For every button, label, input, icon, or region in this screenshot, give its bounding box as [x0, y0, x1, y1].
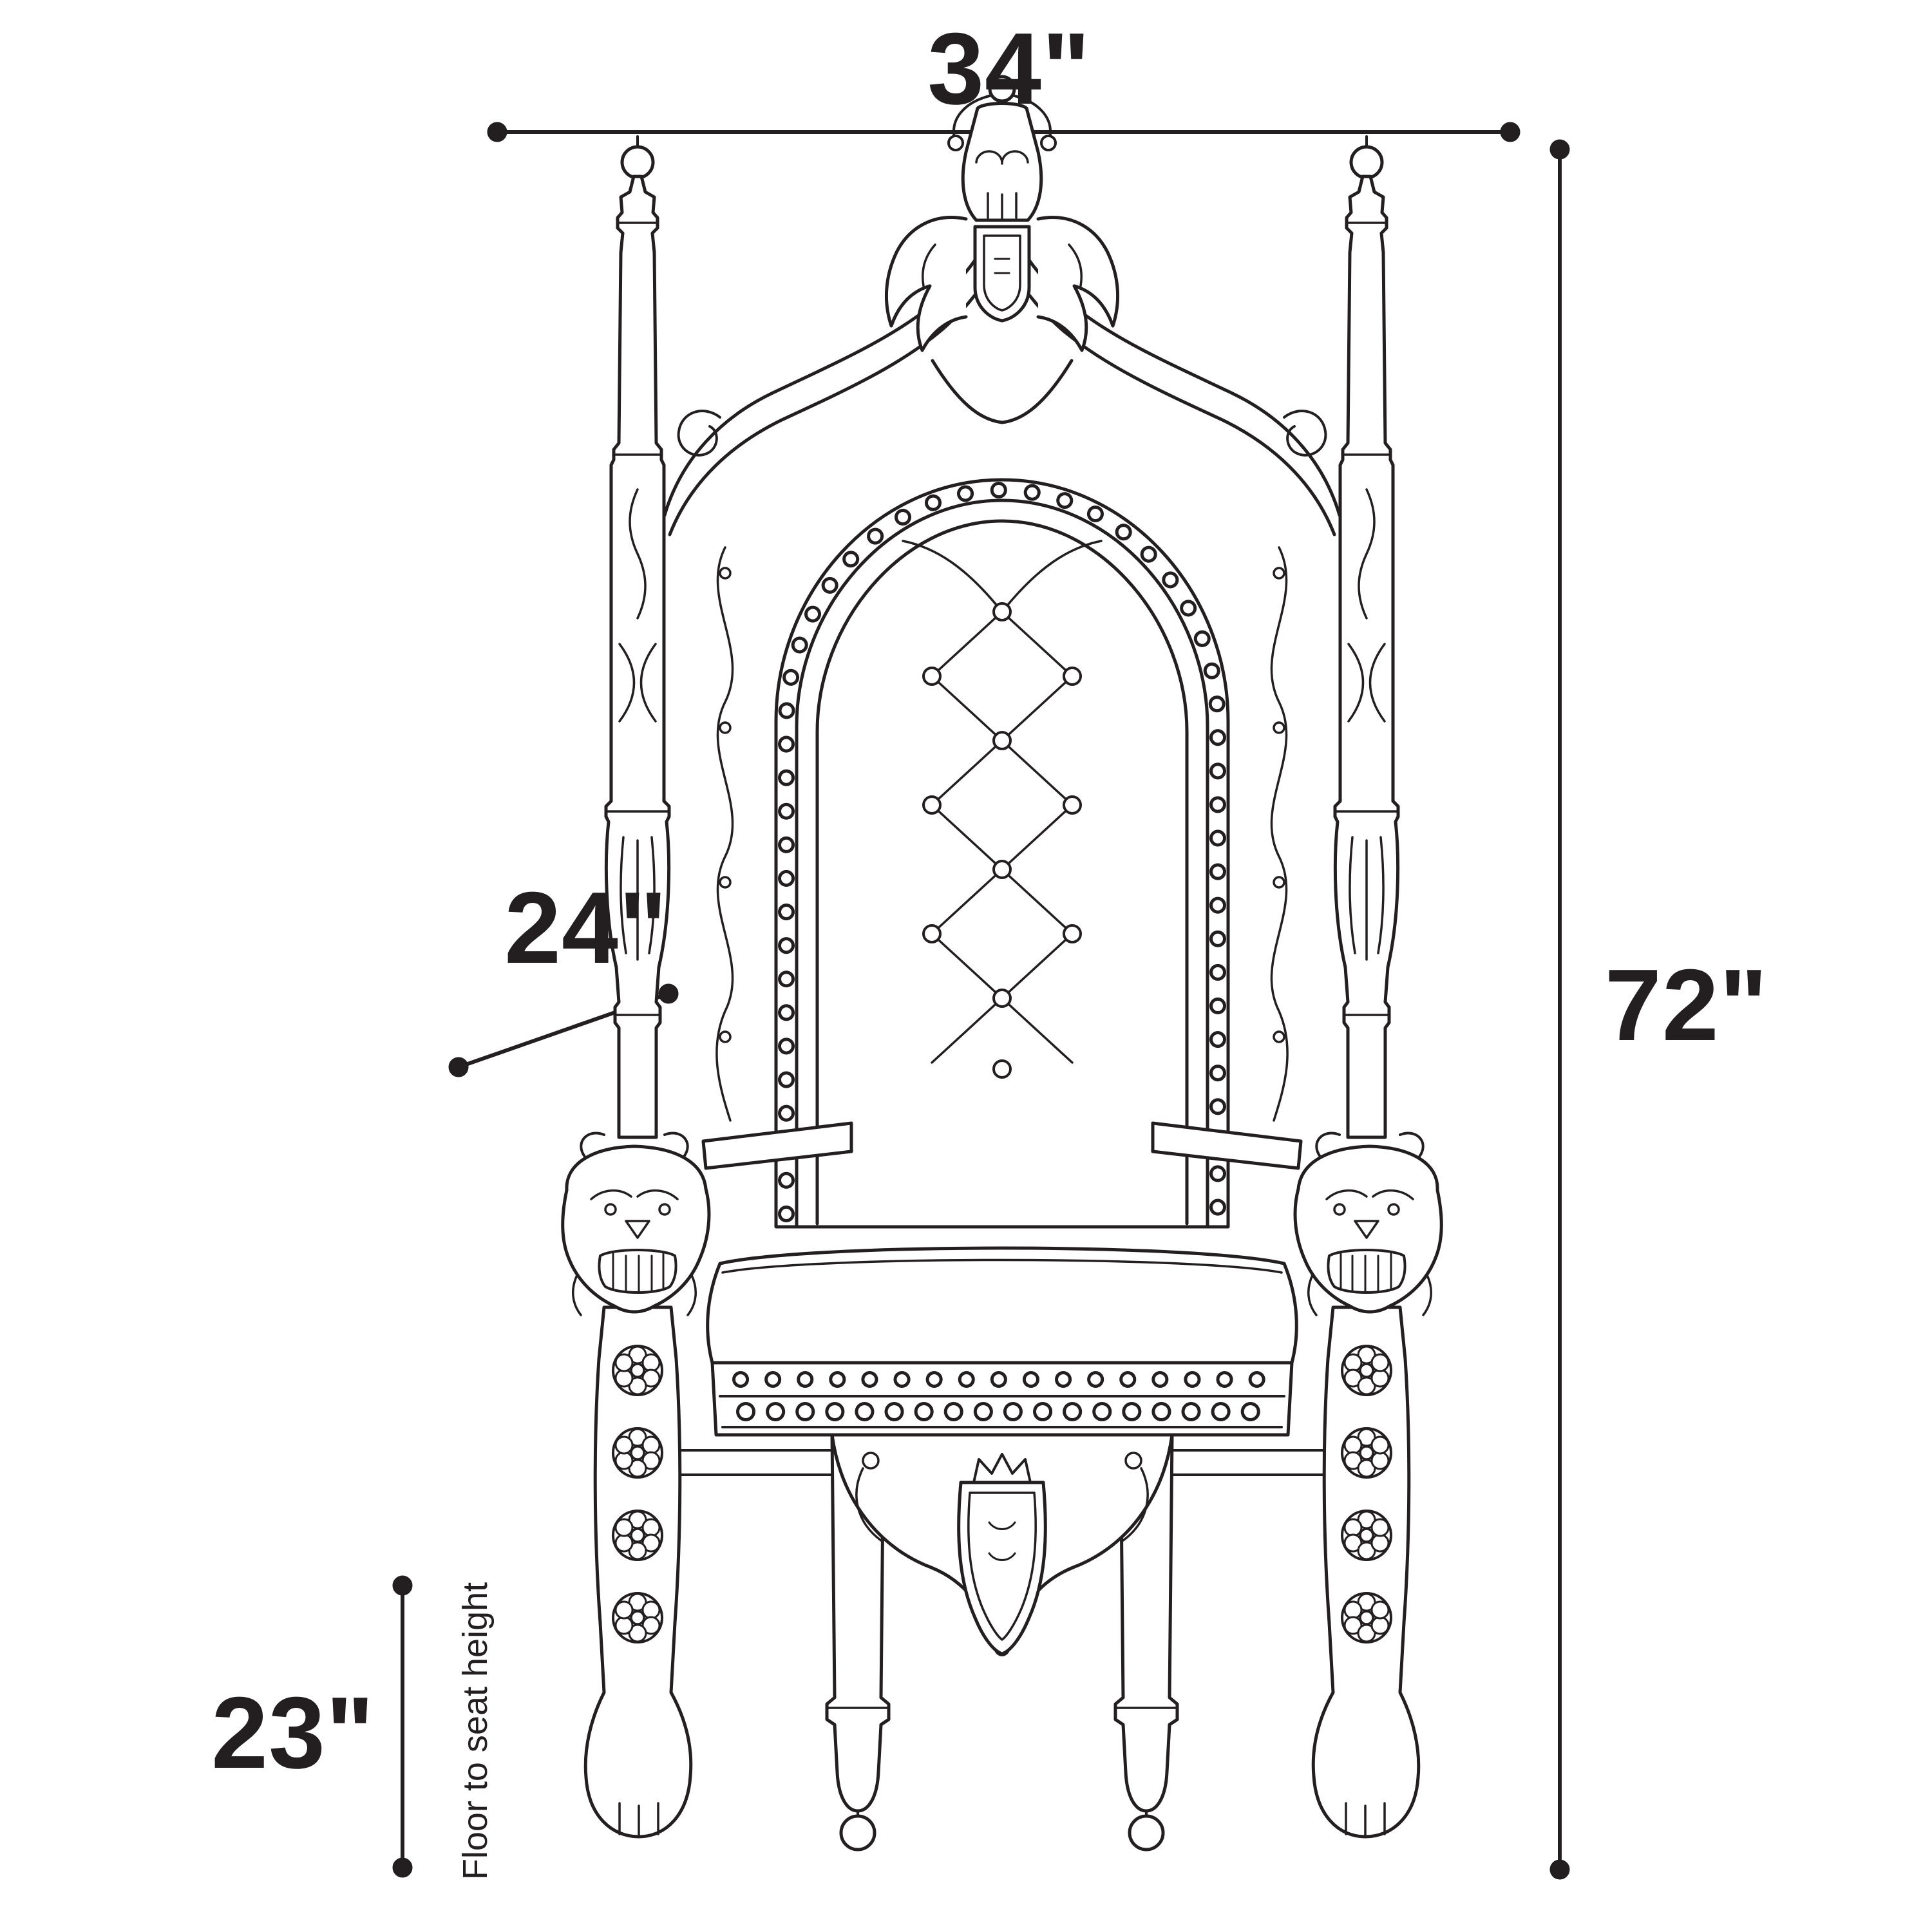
height-dimension-line [1549, 139, 1570, 1880]
back-panel [774, 478, 1230, 1229]
seat-height-dimension-label: 23" [211, 1676, 375, 1790]
seat-rail [710, 1361, 1294, 1437]
lion-head-icon [561, 1132, 711, 1316]
crest-shield [957, 1481, 1047, 1656]
apron-skirt [830, 1433, 1174, 1656]
tufting-lattice [902, 540, 1103, 1064]
depth-dimension-label: 24" [504, 871, 668, 985]
tufting-buttons [922, 602, 1082, 1079]
throne-illustration [561, 75, 1442, 1852]
lion-arm-left [561, 1132, 711, 1839]
back-post-left [604, 135, 891, 1852]
seat-height-dimension-line [392, 1575, 413, 1878]
width-dimension-label: 34" [927, 12, 1091, 126]
seat-cushion [706, 1246, 1298, 1365]
seat-height-caption: Floor to seat height [456, 1582, 495, 1880]
crown-crest [885, 75, 1119, 352]
crest-swag [931, 359, 1074, 424]
height-dimension-label: 72" [1605, 949, 1768, 1062]
